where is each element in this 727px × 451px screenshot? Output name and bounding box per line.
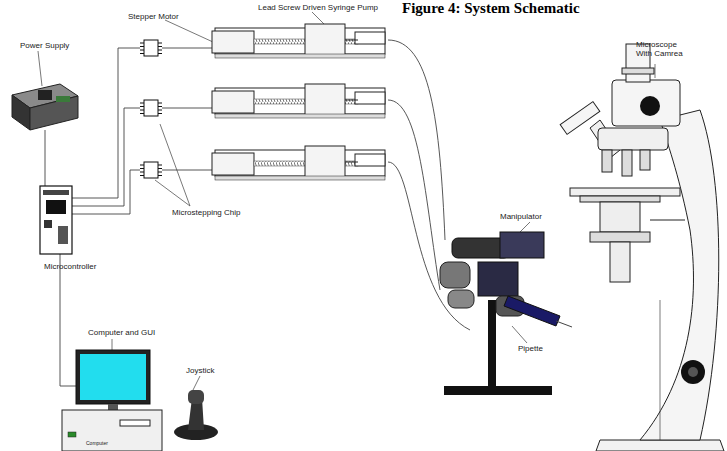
case-label: Computer <box>86 441 108 447</box>
part-label: Stepper Motor <box>128 12 179 21</box>
leader-lines <box>38 12 655 392</box>
power-supply <box>12 84 78 130</box>
joystick <box>174 390 218 440</box>
microscope <box>560 44 724 451</box>
part-label: Pipette <box>518 344 543 353</box>
wires <box>45 40 470 386</box>
microstepping-chips <box>140 40 162 178</box>
figure-title: Figure 4: System Schematic <box>402 0 580 17</box>
manipulator <box>440 232 572 395</box>
part-label: Power Supply <box>20 41 69 50</box>
part-label: Joystick <box>186 366 214 375</box>
part-label: Manipulator <box>500 212 542 221</box>
computer <box>62 350 162 451</box>
part-label: Computer and GUI <box>88 328 155 337</box>
part-label: Microcontroller <box>44 262 96 271</box>
microcontroller <box>40 186 72 254</box>
syringe-pumps <box>212 24 385 180</box>
part-label: Microscope With Camrea <box>636 40 694 58</box>
part-label: Lead Screw Driven Syringe Pump <box>258 3 378 12</box>
part-label: Microstepping Chip <box>172 208 240 217</box>
